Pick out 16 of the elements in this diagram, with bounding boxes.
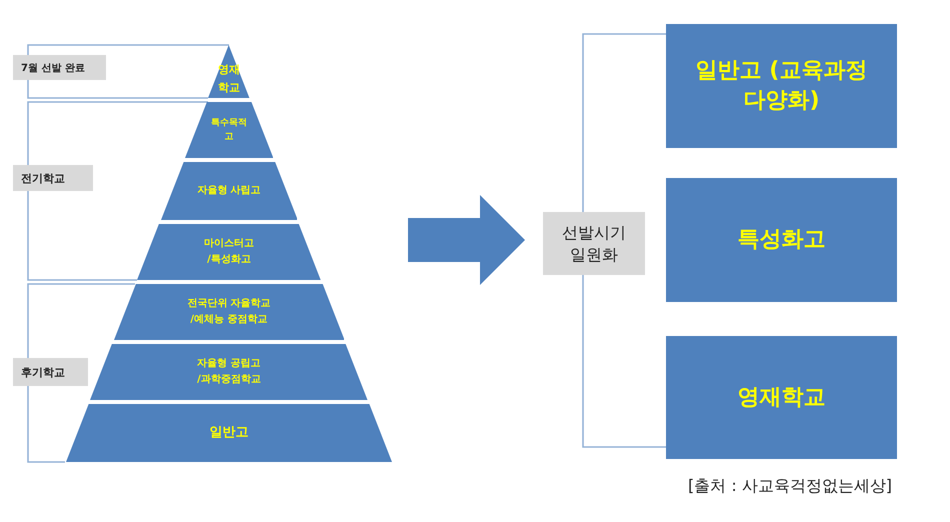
pyramid-tier: 전국단위 자율학교 /예체능 중점학교 <box>114 284 344 340</box>
pyramid-tier: 특수목적고 <box>184 102 274 158</box>
school-box: 일반고 (교육과정 다양화) <box>666 24 897 148</box>
label-box: 전기학교 <box>13 165 93 191</box>
label-box: 7월 선발 완료 <box>13 55 106 80</box>
label-box: 선발시기 일원화 <box>543 212 645 275</box>
pyramid-tier: 자율형 사립고 <box>160 162 298 220</box>
arrow <box>408 195 525 285</box>
pyramid-tier: 일반고 <box>66 404 392 462</box>
school-box: 영재학교 <box>666 336 897 459</box>
pyramid-tier: 영재학교 <box>208 45 250 98</box>
pyramid-tier: 마이스터고 /특성화고 <box>137 224 321 280</box>
label-box: 후기학교 <box>13 358 88 386</box>
school-box: 특성화고 <box>666 178 897 302</box>
source-note: [출처 : 사교육걱정없는세상] <box>688 476 892 497</box>
pyramid-tier: 자율형 공립고 /과학중점학교 <box>90 344 368 400</box>
